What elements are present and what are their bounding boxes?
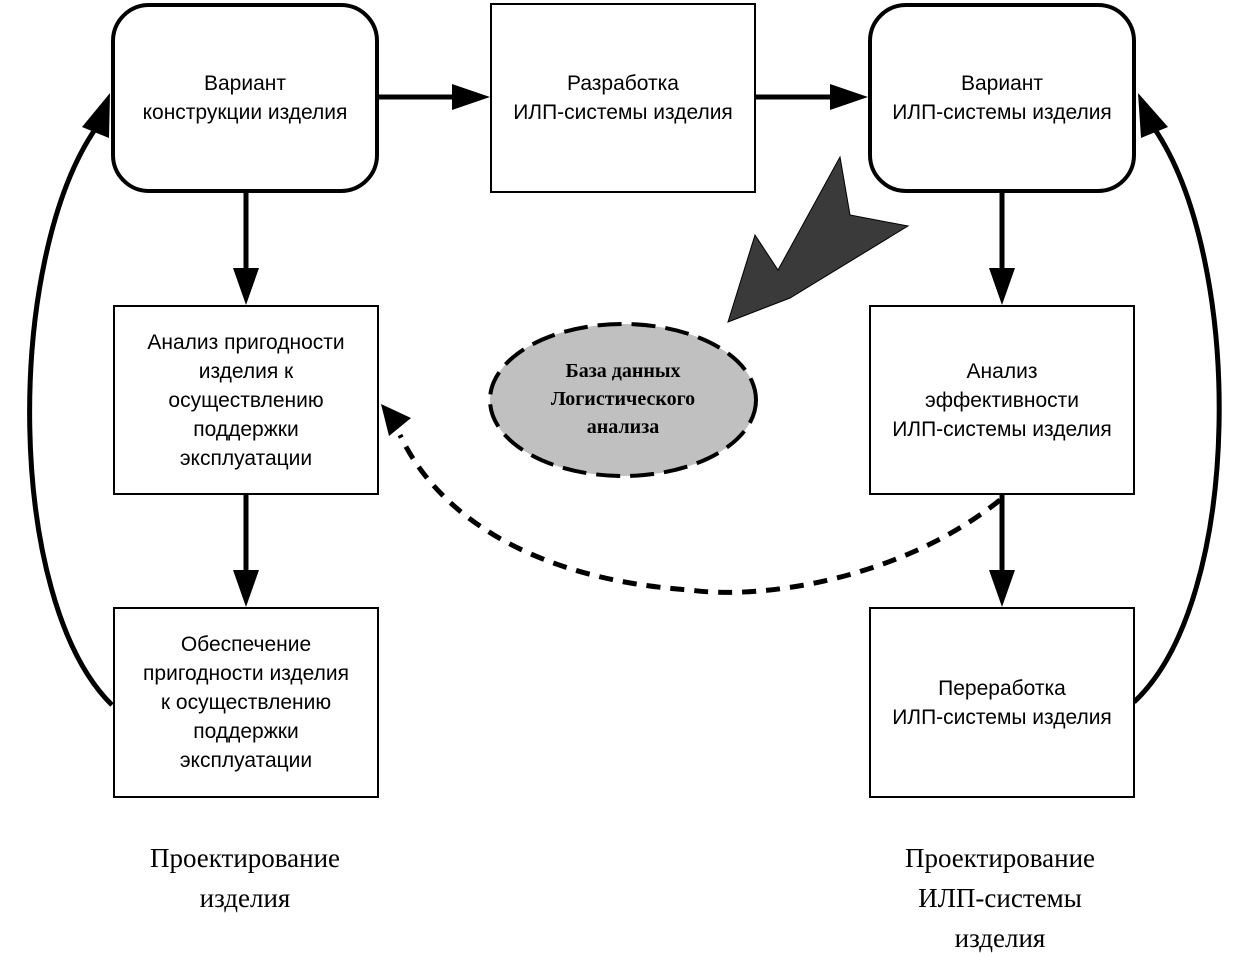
node-line: эффективности	[924, 388, 1079, 412]
node-line: ИЛП-системы изделия	[892, 705, 1112, 729]
node-ils-development: Разработка ИЛП-системы изделия	[490, 3, 756, 193]
database-label: База данных Логистического анализа	[493, 357, 753, 441]
arrow-efficiency-to-rework	[989, 494, 1015, 607]
caption-line: ИЛП-системы	[918, 883, 1082, 913]
arrow-efficiency-dashed-to-suitability	[381, 404, 1002, 595]
node-efficiency-analysis: Анализ эффективности ИЛП-системы изделия	[869, 305, 1135, 495]
node-line: Вариант	[961, 72, 1043, 95]
node-line: Переработка	[938, 676, 1066, 700]
node-line: эксплуатации	[179, 446, 313, 470]
caption-line: изделия	[199, 883, 291, 913]
big-arrow-to-database	[727, 155, 910, 323]
arrow-design-to-suitability-analysis	[233, 192, 259, 305]
node-variant-ils: Вариант ИЛП-системы изделия	[868, 3, 1136, 193]
arrow-provision-feedback-to-design	[27, 93, 114, 707]
node-line: пригодности изделия	[143, 662, 349, 685]
database-line: анализа	[586, 416, 660, 438]
node-line: ИЛП-системы изделия	[892, 417, 1112, 441]
caption-line: изделия	[954, 923, 1046, 953]
node-line: Вариант	[204, 72, 286, 95]
node-line: Разработка	[567, 72, 679, 95]
arrow-analysis-to-provision	[233, 494, 259, 607]
node-suitability-analysis: Анализ пригодности изделия к осуществлен…	[113, 305, 379, 495]
node-line: осуществлению	[168, 388, 324, 412]
node-line: ИЛП-системы изделия	[513, 101, 733, 124]
node-line: поддержки	[193, 417, 299, 441]
caption-ils-design: Проектирование ИЛП-системы изделия	[850, 838, 1150, 958]
node-line: ИЛП-системы изделия	[892, 101, 1112, 124]
node-line: конструкции изделия	[142, 101, 348, 124]
node-line: Анализ	[966, 359, 1038, 383]
node-line: эксплуатации	[179, 749, 313, 772]
node-variant-design: Вариант конструкции изделия	[111, 3, 379, 193]
database-ellipse	[488, 322, 758, 478]
node-line: Обеспечение	[180, 633, 312, 656]
arrow-rework-feedback-to-ils-variant	[1132, 93, 1222, 704]
node-ils-rework: Переработка ИЛП-системы изделия	[869, 607, 1135, 798]
database-line: Логистического	[550, 388, 696, 410]
node-suitability-provision: Обеспечение пригодности изделия к осущес…	[113, 607, 379, 798]
arrow-ils-variant-to-efficiency	[989, 192, 1015, 305]
node-line: изделия к	[198, 359, 294, 383]
node-line: к осуществлению	[160, 691, 332, 714]
node-line: поддержки	[193, 720, 299, 743]
arrow-development-to-ils-variant	[756, 84, 868, 110]
caption-line: Проектирование	[904, 843, 1096, 873]
caption-line: Проектирование	[149, 843, 341, 873]
node-line: Анализ пригодности	[147, 330, 345, 354]
arrow-design-to-development	[378, 84, 490, 110]
caption-product-design: Проектирование изделия	[95, 838, 395, 918]
database-line: База данных	[565, 360, 681, 382]
